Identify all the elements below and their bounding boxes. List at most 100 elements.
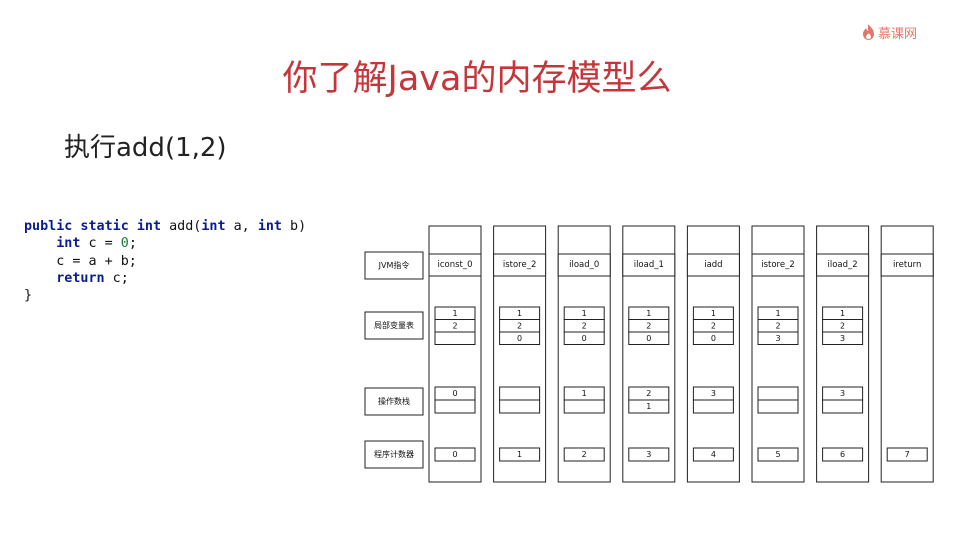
instruction-box — [880, 253, 934, 277]
imooc-logo: 慕课网 — [862, 22, 917, 42]
local-var-value: 1 — [840, 309, 845, 318]
instruction-label: iconst_0 — [437, 260, 472, 270]
local-var-value: 1 — [517, 309, 522, 318]
operand-stack-value: 0 — [452, 389, 457, 398]
local-var-value: 0 — [517, 334, 522, 343]
operand-stack-cell — [499, 386, 541, 401]
row-label-operand_stack: 操作数栈 — [378, 396, 410, 406]
local-var-value: 0 — [711, 334, 716, 343]
local-var-value: 2 — [711, 321, 716, 330]
instruction-label: istore_2 — [503, 260, 537, 270]
code-block: public static int add(int a, int b) int … — [24, 218, 306, 304]
local-var-value: 2 — [582, 321, 587, 330]
code-text: add( — [169, 219, 202, 234]
instruction-box — [622, 253, 676, 277]
pc-value: 7 — [905, 450, 910, 459]
local-var-value: 1 — [646, 309, 651, 318]
instruction-box — [686, 253, 740, 277]
code-line: return c; — [24, 270, 306, 287]
instruction-label: iload_1 — [634, 260, 664, 270]
local-var-value: 1 — [452, 309, 457, 318]
pc-value: 5 — [775, 450, 780, 459]
operand-stack-value: 2 — [646, 389, 651, 398]
code-keyword: int — [56, 236, 81, 252]
pc-cell — [692, 447, 734, 462]
instruction-box — [493, 253, 547, 277]
local-var-value: 2 — [775, 321, 780, 330]
operand-stack-value: 3 — [711, 389, 716, 398]
local-var-value: 2 — [840, 321, 845, 330]
code-keyword: public static int — [24, 219, 170, 234]
row-label-box — [364, 440, 424, 469]
instruction-box — [557, 253, 611, 277]
code-text: c; — [104, 270, 129, 286]
instruction-box — [816, 253, 870, 277]
operand-stack-cell — [757, 386, 799, 401]
instruction-label: iload_0 — [569, 260, 599, 270]
local-var-value: 1 — [582, 309, 587, 318]
operand-stack-value: 1 — [646, 402, 651, 411]
instruction-label: iload_2 — [828, 260, 858, 270]
code-text: c = — [80, 236, 121, 252]
instruction-label: istore_2 — [761, 260, 795, 270]
code-line: int c = 0; — [24, 235, 306, 252]
logo-text: 慕课网 — [878, 26, 918, 42]
local-var-value: 0 — [646, 334, 651, 343]
local-var-cell — [822, 331, 864, 345]
row-label-pc: 程序计数器 — [374, 449, 414, 459]
local-var-value: 3 — [775, 334, 780, 343]
pc-cell — [757, 447, 799, 462]
code-text: b) — [282, 219, 307, 234]
operand-stack-cell — [692, 399, 734, 414]
page-title: 你了解Java的内存模型么 — [282, 59, 672, 99]
instruction-label: ireturn — [893, 260, 921, 270]
row-label-box — [364, 311, 424, 340]
local-var-cell — [757, 331, 799, 345]
local-var-value: 1 — [711, 309, 716, 318]
operand-stack-cell — [499, 399, 541, 414]
code-line: } — [24, 287, 306, 304]
local-var-cell — [499, 331, 541, 345]
local-var-cell — [563, 331, 605, 345]
pc-cell — [822, 447, 864, 462]
instruction-label: iadd — [704, 260, 722, 270]
pc-cell — [628, 447, 670, 462]
operand-stack-cell — [434, 399, 476, 414]
instruction-box — [428, 253, 482, 277]
pc-value: 2 — [582, 450, 587, 459]
pc-cell — [499, 447, 541, 462]
pc-value: 0 — [452, 450, 457, 459]
code-keyword: return — [56, 270, 105, 286]
local-var-value: 2 — [517, 321, 522, 330]
local-var-value: 3 — [840, 334, 845, 343]
local-var-value: 2 — [646, 321, 651, 330]
operand-stack-cell — [822, 399, 864, 414]
pc-value: 6 — [840, 450, 845, 459]
pc-value: 3 — [646, 450, 651, 459]
row-label-box — [364, 387, 424, 416]
local-var-cell — [628, 331, 670, 345]
pc-cell — [886, 447, 928, 462]
code-text: ; — [128, 236, 137, 252]
code-line: c = a + b; — [24, 253, 306, 270]
operand-stack-cell — [563, 399, 605, 414]
code-text: a, — [225, 219, 258, 234]
slide-subtitle: 执行add(1,2) — [64, 133, 227, 163]
pc-value: 1 — [517, 450, 522, 459]
pc-cell — [434, 447, 476, 462]
row-label-instruction: JVM指令 — [378, 260, 410, 270]
operand-stack-cell — [757, 399, 799, 414]
instruction-box — [751, 253, 805, 277]
local-var-cell — [692, 331, 734, 345]
row-label-box — [364, 251, 424, 280]
local-var-cell — [434, 331, 476, 345]
code-number: 0 — [120, 236, 129, 252]
local-var-value: 1 — [775, 309, 780, 318]
pc-cell — [563, 447, 605, 462]
flame-icon — [863, 24, 874, 40]
local-var-value: 0 — [582, 334, 587, 343]
code-text: c = a + b; — [24, 253, 137, 269]
code-keyword: int — [201, 219, 226, 234]
code-keyword: int — [257, 219, 282, 234]
